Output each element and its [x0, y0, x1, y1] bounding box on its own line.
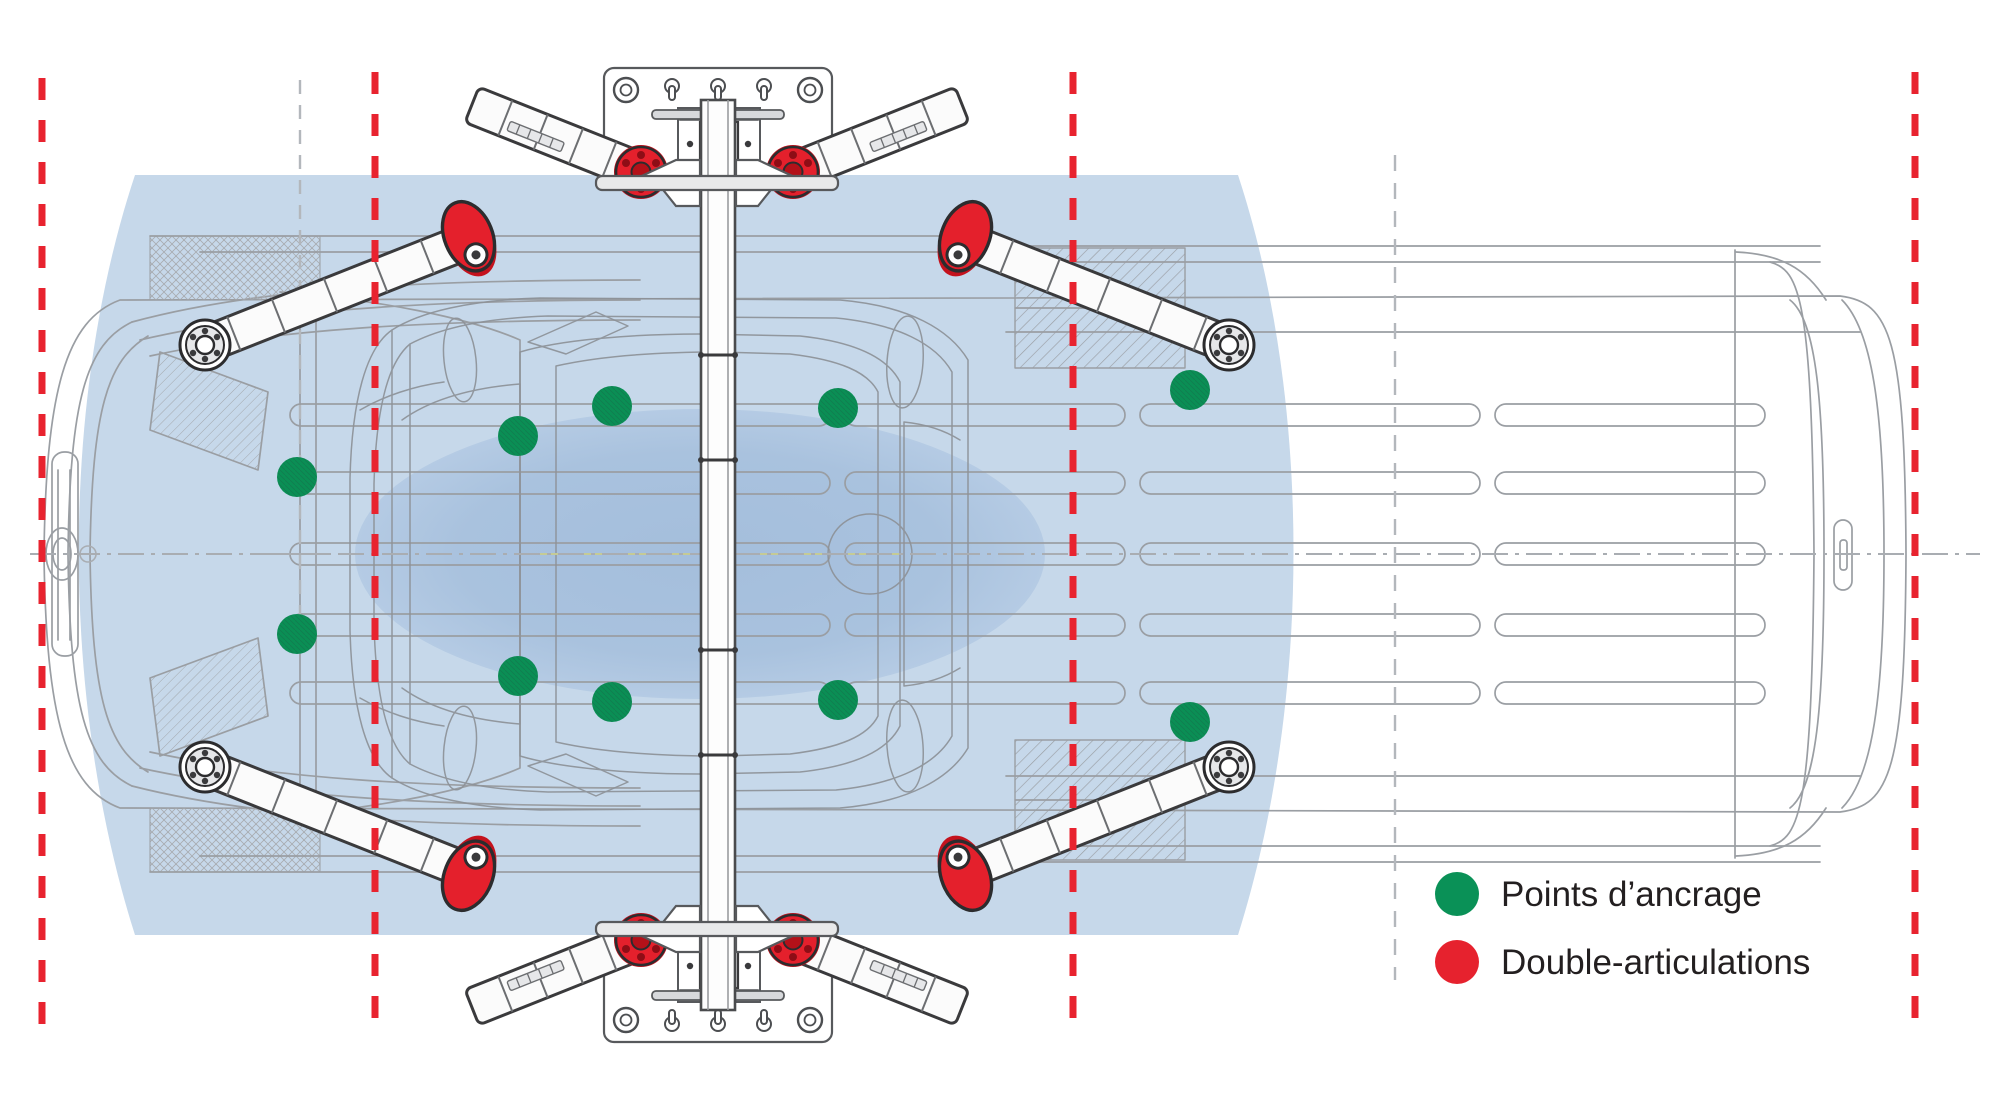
end-effector-top-left — [178, 318, 232, 372]
end-effector-top-right — [1202, 318, 1256, 372]
red-reference-lines — [38, 72, 1919, 1035]
anchor-point-anchor-rr-mid — [818, 680, 858, 720]
anchor-point-anchor-rl-outer — [277, 614, 317, 654]
green-circle-marker-icon — [1435, 872, 1479, 916]
legend-item-double-joints: Double-articulations — [1435, 940, 1810, 984]
joint-top-right-elbow — [937, 200, 994, 277]
anchor-points-group — [277, 370, 1210, 742]
robot-arms — [178, 87, 1256, 1025]
vehicle-wireframe — [43, 235, 1907, 873]
anchor-point-anchor-fl-outer — [277, 457, 317, 497]
central-vertical-rail — [698, 98, 738, 1012]
anchor-point-anchor-fr-outer — [1170, 370, 1210, 410]
red-circle-marker-icon — [1435, 940, 1479, 984]
end-effector-bottom-right — [1202, 740, 1256, 794]
gray-reference-lines — [30, 80, 1980, 980]
anchor-point-anchor-rl-inner — [498, 656, 538, 696]
anchor-point-anchor-fl-mid — [592, 386, 632, 426]
legend: Points d’ancrage Double-articulations — [1435, 872, 1810, 984]
anchor-point-anchor-fl-inner — [498, 416, 538, 456]
legend-item-anchor-points: Points d’ancrage — [1435, 872, 1810, 916]
shoulder-linkage-bottom — [594, 904, 840, 954]
arm-bottom-right — [766, 740, 1256, 1025]
anchor-point-anchor-fr-mid — [818, 388, 858, 428]
end-effector-bottom-left — [178, 740, 232, 794]
joint-bottom-left-elbow — [440, 835, 497, 912]
legend-label-double-joints: Double-articulations — [1501, 942, 1811, 982]
legend-label-anchor-points: Points d’ancrage — [1501, 874, 1762, 914]
joint-bottom-right-elbow — [937, 835, 994, 912]
anchor-point-anchor-rl-mid — [592, 682, 632, 722]
anchor-point-anchor-rr-outer — [1170, 702, 1210, 742]
joint-top-left-elbow — [440, 200, 497, 277]
shoulder-linkage-top — [594, 158, 840, 208]
